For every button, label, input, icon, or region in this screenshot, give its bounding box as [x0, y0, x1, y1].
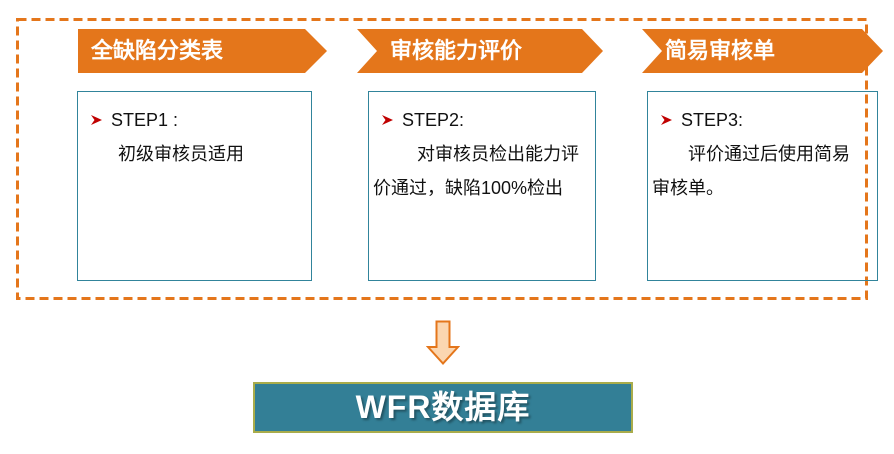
arrowhead-bullet-icon	[91, 115, 102, 125]
stage-header-arrow-2: 审核能力评价	[357, 29, 603, 73]
stage-header-label-3: 简易审核单	[665, 38, 776, 63]
process-group-dashed-frame	[16, 18, 868, 300]
step2-label: STEP2:	[402, 110, 465, 130]
wfr-database-box: WFR数据库	[253, 382, 633, 433]
step2-body-line-1: 对审核员检出能力评	[417, 144, 579, 164]
stage-header-arrow-3: 简易审核单	[642, 29, 883, 73]
step3-body-line-1: 评价通过后使用简易	[688, 144, 850, 164]
down-arrow-icon	[426, 320, 460, 365]
step1-title-line: STEP1 :	[90, 103, 307, 137]
step2-body-line-2: 价通过，缺陷100%检出	[373, 178, 564, 198]
step3-label: STEP3:	[681, 110, 744, 130]
stage-header-arrow-1: 全缺陷分类表	[78, 29, 327, 73]
step3-title-line: STEP3:	[660, 103, 873, 137]
step3-box: STEP3: 评价通过后使用简易 审核单。	[647, 91, 878, 281]
stage-header-label-1: 全缺陷分类表	[91, 38, 224, 63]
arrowhead-bullet-icon	[382, 115, 393, 125]
step3-body-line-2: 审核单。	[652, 178, 724, 198]
step1-body-line-1: 初级审核员适用	[118, 144, 244, 164]
step1-label: STEP1 :	[111, 110, 179, 130]
step2-title-line: STEP2:	[381, 103, 591, 137]
step2-box: STEP2: 对审核员检出能力评 价通过，缺陷100%检出	[368, 91, 596, 281]
arrowhead-bullet-icon	[661, 115, 672, 125]
wfr-database-label: WFR数据库	[355, 389, 531, 425]
stage-header-label-2: 审核能力评价	[390, 38, 523, 63]
step1-box: STEP1 : 初级审核员适用	[77, 91, 312, 281]
